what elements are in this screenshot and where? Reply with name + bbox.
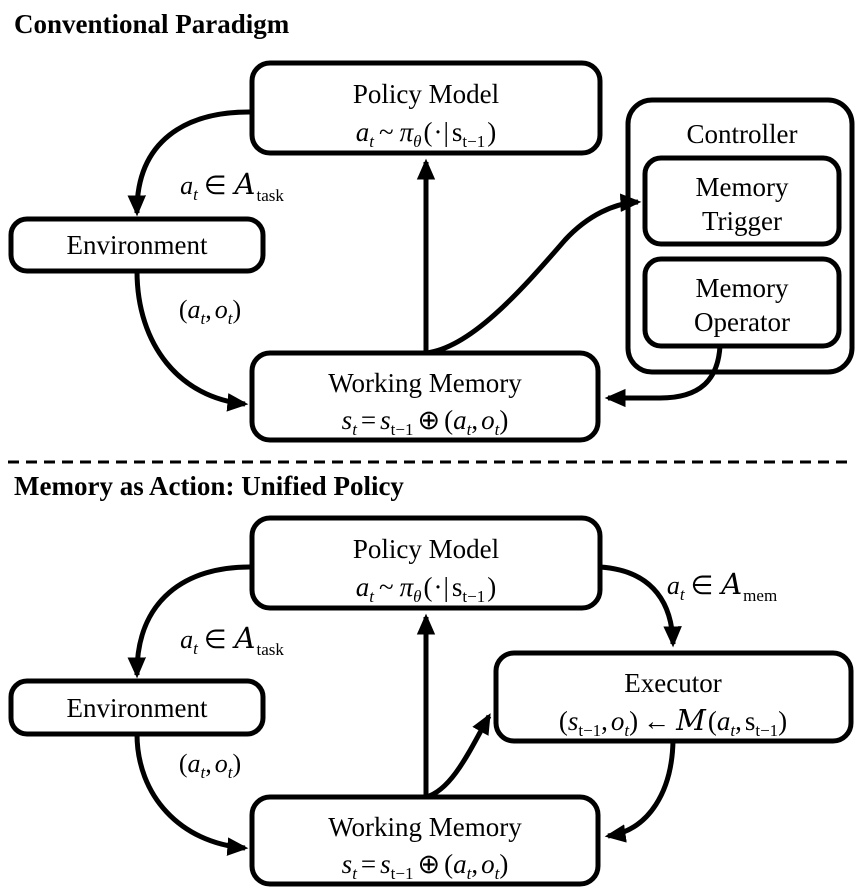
node-policy-model-top: Policy Model at~πθ(·|st−1) bbox=[249, 60, 603, 156]
node-working-memory-top: Working Memory st=st−1⊕(at,ot) bbox=[249, 350, 601, 443]
memory-operator-label-line2: Operator bbox=[694, 307, 790, 337]
working-memory-top-label: Working Memory bbox=[328, 368, 522, 398]
memory-trigger-label-line2: Trigger bbox=[702, 206, 782, 236]
policy-model-bottom-formula: at~πθ(·|st−1) bbox=[356, 572, 496, 606]
environment-bottom-label: Environment bbox=[67, 693, 208, 723]
node-memory-trigger: Memory Trigger bbox=[642, 155, 842, 247]
edge-label-action-task-bottom: at∈Atask bbox=[180, 621, 284, 659]
policy-model-bottom-label: Policy Model bbox=[353, 534, 499, 564]
edge-policy-to-environment-bottom bbox=[127, 564, 253, 679]
executor-formula: (st−1,ot)←M(at,st−1) bbox=[559, 703, 787, 740]
edge-label-action-task-top: at∈Atask bbox=[180, 167, 284, 205]
edge-policy-to-executor bbox=[599, 564, 682, 648]
environment-top-label: Environment bbox=[67, 230, 208, 260]
edge-memory-to-executor bbox=[425, 713, 492, 800]
controller-label: Controller bbox=[687, 119, 798, 149]
node-environment-top: Environment bbox=[8, 216, 266, 274]
edge-executor-to-memory bbox=[604, 740, 676, 843]
node-policy-model-bottom: Policy Model at~πθ(·|st−1) bbox=[249, 515, 603, 611]
policy-model-top-box bbox=[249, 60, 603, 156]
section-title-conventional: Conventional Paradigm bbox=[14, 9, 290, 39]
node-memory-operator: Memory Operator bbox=[642, 256, 842, 349]
policy-model-top-formula: at~πθ(·|st−1) bbox=[356, 117, 496, 151]
edge-label-action-mem-bottom: at∈Amem bbox=[667, 567, 777, 605]
node-environment-bottom: Environment bbox=[8, 678, 266, 737]
memory-trigger-label-line1: Memory bbox=[696, 172, 789, 202]
edge-operator-to-memory bbox=[604, 345, 723, 408]
edge-policy-to-environment-top bbox=[127, 109, 253, 217]
edge-label-action-obs-top: (at,ot) bbox=[179, 295, 241, 328]
memory-operator-label-line1: Memory bbox=[696, 273, 789, 303]
section-title-memory-as-action: Memory as Action: Unified Policy bbox=[14, 471, 404, 501]
edge-label-action-obs-bottom: (at,ot) bbox=[179, 749, 241, 782]
executor-label: Executor bbox=[624, 668, 721, 698]
working-memory-top-formula: st=st−1⊕(at,ot) bbox=[342, 405, 509, 439]
memory-trigger-box bbox=[642, 155, 842, 247]
working-memory-bottom-label: Working Memory bbox=[328, 812, 522, 842]
node-executor: Executor (st−1,ot)←M(at,st−1) bbox=[493, 650, 854, 744]
policy-model-top-label: Policy Model bbox=[353, 79, 499, 109]
edge-environment-to-memory-top bbox=[134, 270, 249, 412]
working-memory-bottom-formula: st=st−1⊕(at,ot) bbox=[342, 849, 509, 883]
memory-operator-box bbox=[642, 256, 842, 349]
policy-model-bottom-box bbox=[249, 515, 603, 611]
node-working-memory-bottom: Working Memory st=st−1⊕(at,ot) bbox=[249, 794, 601, 887]
edge-environment-to-memory-bottom bbox=[134, 733, 249, 856]
edge-memory-to-trigger bbox=[425, 193, 642, 356]
executor-box bbox=[493, 650, 854, 744]
